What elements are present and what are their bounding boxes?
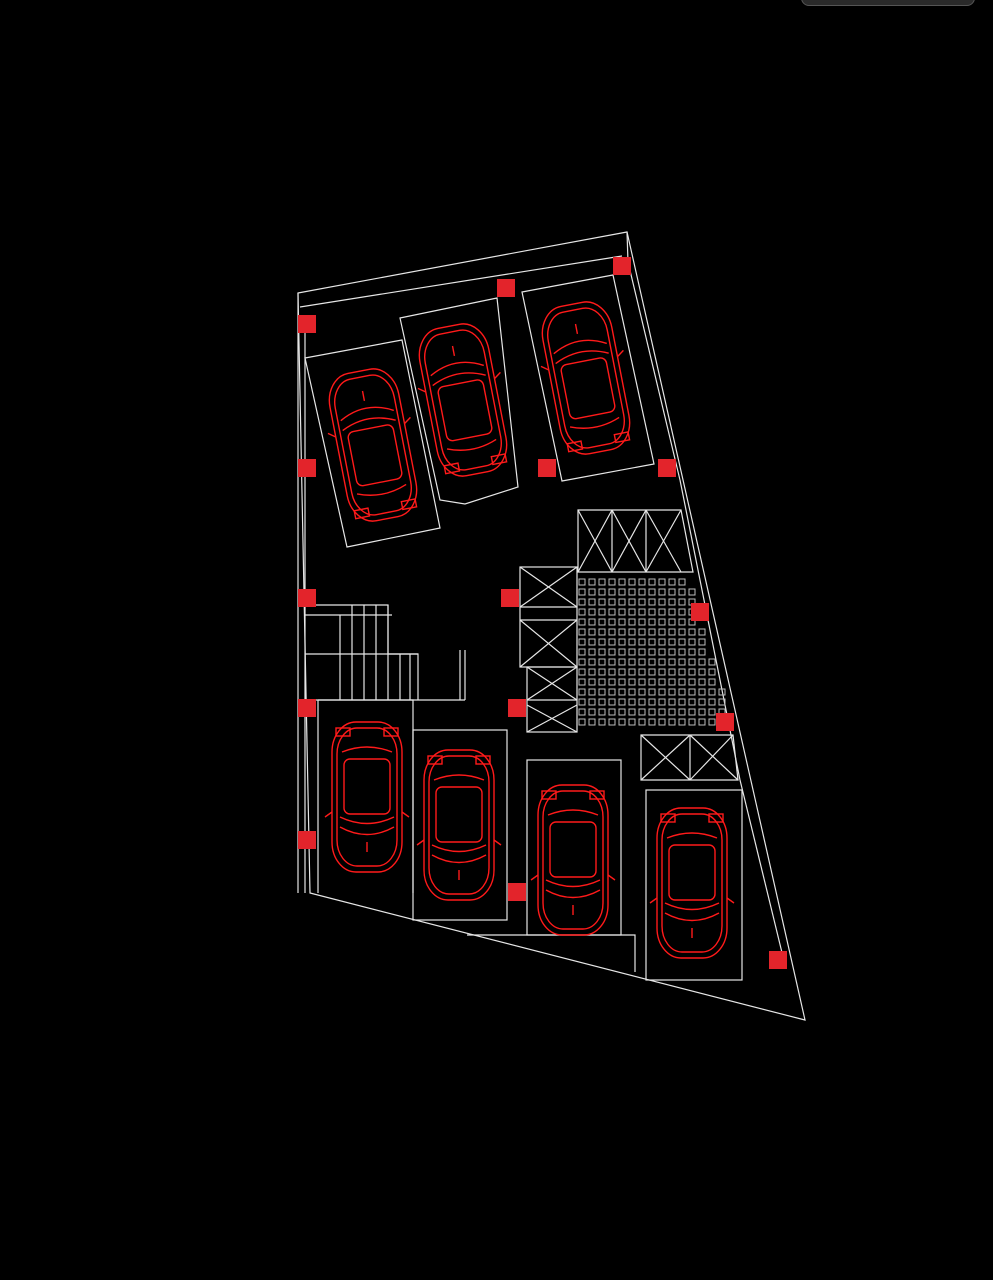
column-7 (298, 589, 316, 607)
column-9 (691, 603, 709, 621)
column-6 (658, 459, 676, 477)
parking-stall-top-2 (399, 297, 519, 505)
column-1 (298, 315, 316, 333)
parking-stall-top-3 (521, 274, 655, 482)
column-10 (298, 699, 316, 717)
column-3 (613, 257, 631, 275)
column-2 (497, 279, 515, 297)
columns-layer (298, 257, 787, 969)
car-bottom-1 (324, 721, 410, 873)
staircase (305, 604, 466, 701)
shafts (519, 509, 739, 781)
column-8 (501, 589, 519, 607)
lobby-grid (578, 578, 726, 726)
column-13 (298, 831, 316, 849)
car-bottom-4 (649, 807, 735, 959)
site-boundary (297, 231, 806, 1021)
car-bottom-3 (530, 784, 616, 936)
column-11 (508, 699, 526, 717)
column-12 (716, 713, 734, 731)
cars-layer (324, 301, 735, 959)
car-top-1 (327, 368, 418, 522)
column-15 (769, 951, 787, 969)
parking-stall-bottom-4 (645, 789, 743, 981)
parking-stall-top-1 (304, 339, 441, 548)
column-4 (298, 459, 316, 477)
car-bottom-2 (416, 749, 502, 901)
parking-stall-bottom-2 (412, 729, 508, 921)
building-walls (297, 231, 786, 966)
column-5 (538, 459, 556, 477)
car-top-3 (540, 301, 631, 455)
car-top-2 (417, 323, 508, 477)
column-14 (508, 883, 526, 901)
